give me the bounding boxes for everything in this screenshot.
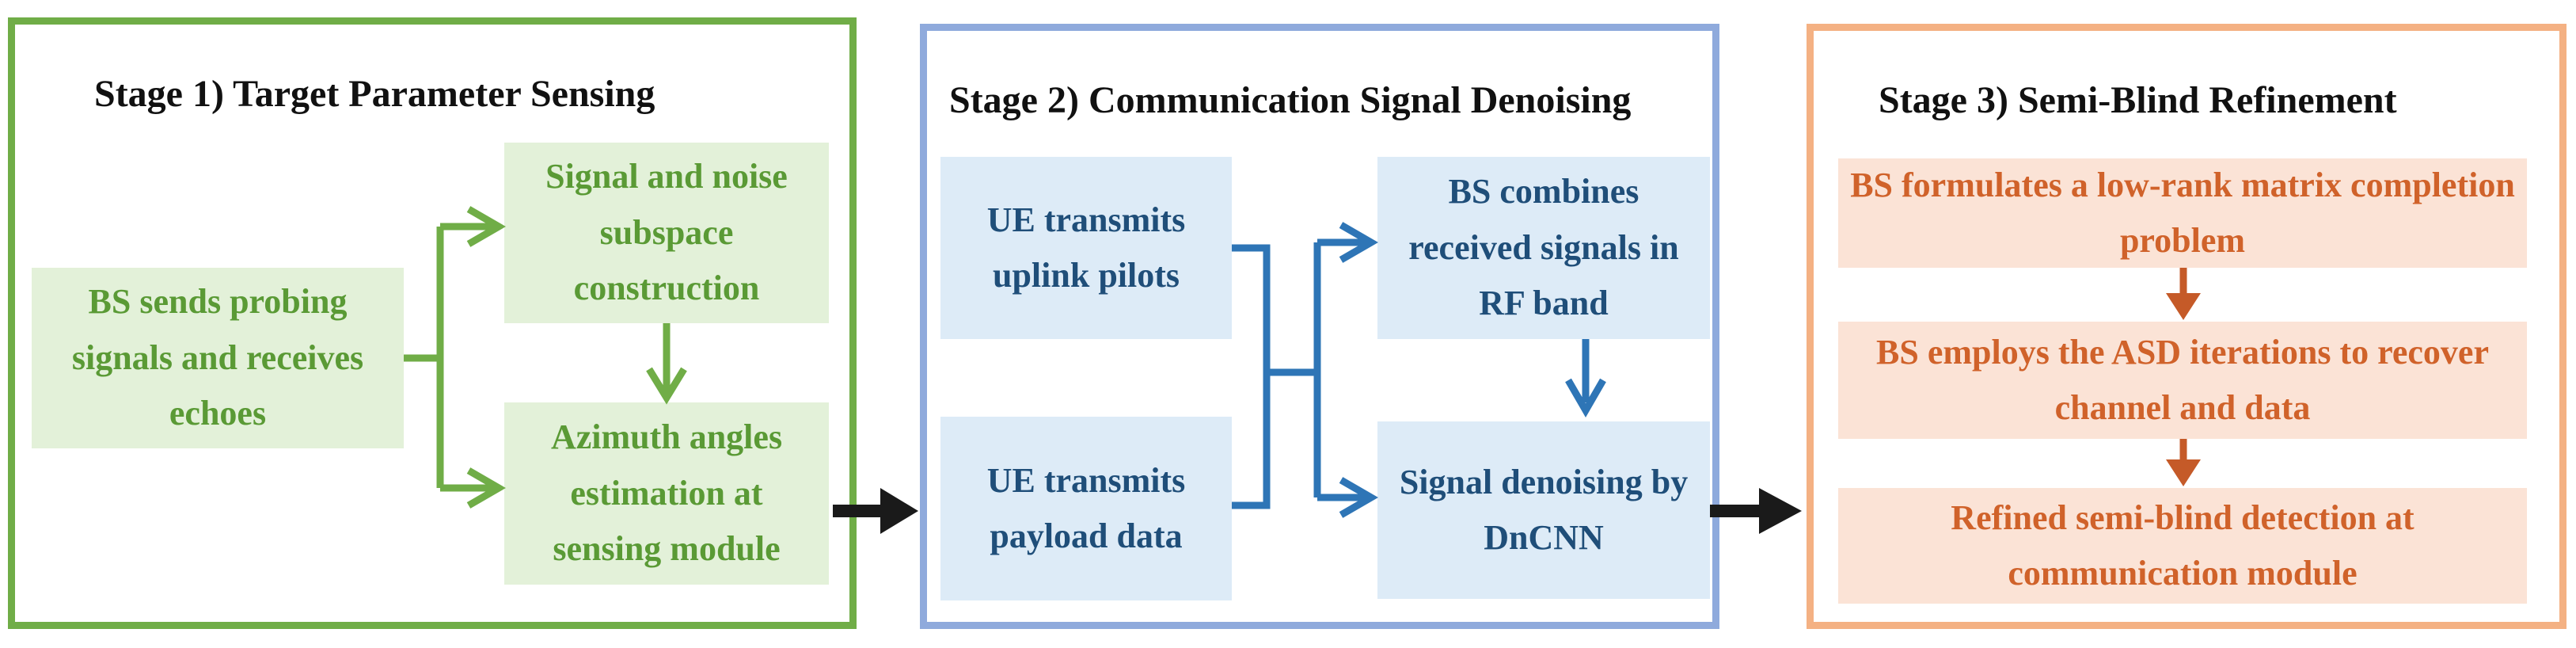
asd-iterations-box: BS employs the ASD iterations to recover… [1838, 322, 2527, 439]
subspace-construction-box: Signal and noise subspace construction [504, 143, 829, 323]
dncnn-denoising-box: Signal denoising by DnCNN [1377, 421, 1710, 599]
probing-signals-box: BS sends probing signals and receives ec… [32, 268, 404, 448]
stage-3-title: Stage 3) Semi-Blind Refinement [1879, 79, 2397, 121]
stage-2-title: Stage 2) Communication Signal Denoising [949, 79, 1632, 121]
matrix-completion-box: BS formulates a low-rank matrix completi… [1838, 158, 2527, 268]
payload-data-box: UE transmits payload data [940, 417, 1232, 600]
arrow-stage-2-to-3 [1710, 488, 1802, 534]
semi-blind-detection-box: Refined semi-blind detection at communic… [1838, 488, 2527, 604]
uplink-pilots-box: UE transmits uplink pilots [940, 157, 1232, 339]
stage-1-title: Stage 1) Target Parameter Sensing [94, 73, 655, 115]
azimuth-estimation-box: Azimuth angles estimation at sensing mod… [504, 402, 829, 585]
rf-combining-box: BS combines received signals in RF band [1377, 157, 1710, 339]
